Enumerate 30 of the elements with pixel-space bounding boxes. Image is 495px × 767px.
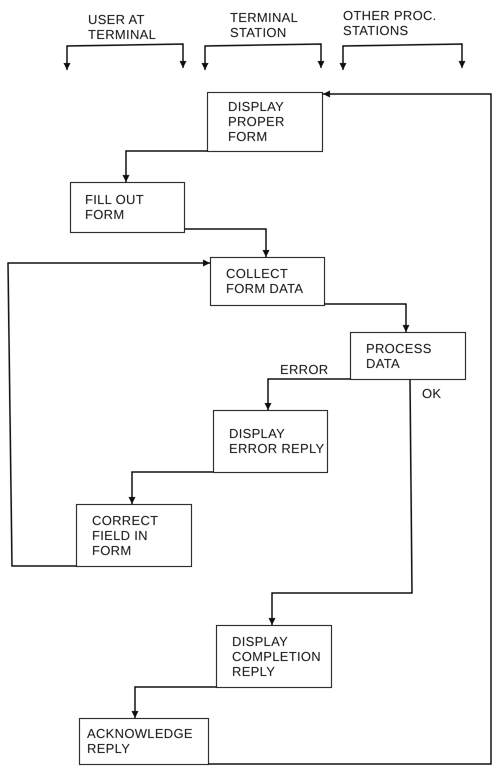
process-box bbox=[207, 92, 323, 152]
arrow bbox=[128, 471, 213, 504]
box-label: DISPLAY COMPLETION REPLY bbox=[232, 634, 322, 678]
process-box bbox=[210, 257, 325, 306]
column-heading: USER AT TERMINAL bbox=[88, 12, 158, 42]
process-box bbox=[70, 182, 185, 233]
column-heading: TERMINAL STATION bbox=[230, 10, 299, 40]
box-label: PROCESS DATA bbox=[366, 340, 433, 370]
box-label: DISPLAY PROPER FORM bbox=[228, 99, 286, 144]
edge-label: ERROR bbox=[278, 362, 330, 377]
process-box bbox=[79, 718, 209, 765]
arrow bbox=[7, 260, 210, 567]
arrow bbox=[185, 228, 270, 257]
edge-label: OK bbox=[420, 386, 444, 401]
arrow bbox=[264, 378, 350, 410]
arrow bbox=[122, 150, 207, 182]
process-box bbox=[76, 504, 192, 567]
process-box bbox=[213, 410, 328, 473]
arrow bbox=[325, 303, 410, 332]
column-heading: OTHER PROC. STATIONS bbox=[343, 8, 438, 38]
process-box bbox=[350, 332, 466, 380]
box-label: DISPLAY ERROR REPLY bbox=[229, 426, 326, 456]
box-label: COLLECT FORM DATA bbox=[226, 266, 304, 296]
box-label: FILL OUT FORM bbox=[85, 192, 145, 222]
arrow bbox=[268, 380, 413, 625]
arrow bbox=[209, 90, 492, 765]
box-label: CORRECT FIELD IN FORM bbox=[92, 512, 160, 558]
box-label: ACKNOWLEDGE REPLY bbox=[87, 726, 194, 756]
arrow bbox=[132, 686, 216, 718]
process-box bbox=[216, 625, 332, 688]
